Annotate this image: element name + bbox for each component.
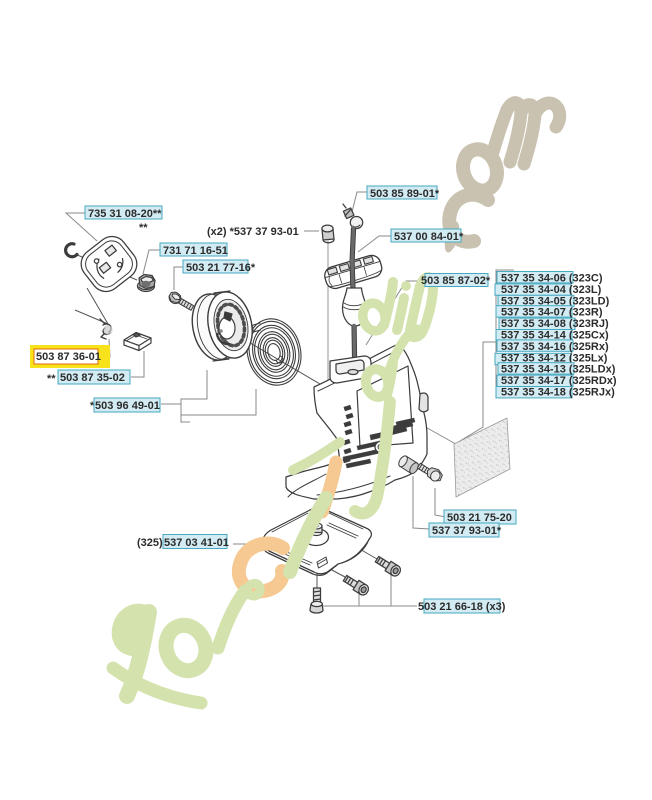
svg-text:537 35 34-18 (325RJx): 537 35 34-18 (325RJx) xyxy=(501,387,615,399)
svg-text:503 96 49-01: 503 96 49-01 xyxy=(95,400,160,412)
svg-text:(x2) *537 37 93-01: (x2) *537 37 93-01 xyxy=(207,226,299,238)
svg-text:735 31 08-20**: 735 31 08-20** xyxy=(88,208,162,220)
svg-text:537 35 34-16 (325Rx): 537 35 34-16 (325Rx) xyxy=(501,341,609,353)
svg-text:537 35 34-07 (323R): 537 35 34-07 (323R) xyxy=(501,307,603,319)
svg-text:537 35 34-08 (323RJ): 537 35 34-08 (323RJ) xyxy=(501,318,609,330)
svg-text:**: ** xyxy=(47,373,56,385)
svg-text:503 87 36-01: 503 87 36-01 xyxy=(36,351,101,363)
svg-text:503 21 66-18 (x3): 503 21 66-18 (x3) xyxy=(418,601,506,613)
svg-text:537 35 34-05 (323LD): 537 35 34-05 (323LD) xyxy=(501,295,610,307)
svg-text:503 21 75-20: 503 21 75-20 xyxy=(447,512,512,524)
svg-text:537 35 34-06 (323C): 537 35 34-06 (323C) xyxy=(501,273,603,285)
svg-text:*: * xyxy=(90,400,95,412)
svg-text:731 71 16-51: 731 71 16-51 xyxy=(163,245,228,257)
svg-text:537 35 34-13 (325LDx): 537 35 34-13 (325LDx) xyxy=(501,364,616,376)
svg-text:**: ** xyxy=(139,222,148,234)
svg-text:537 35 34-04 (323L): 537 35 34-04 (323L) xyxy=(501,284,602,296)
svg-text:537 00 84-01*: 537 00 84-01* xyxy=(394,231,464,243)
svg-text:503 85 87-02*: 503 85 87-02* xyxy=(421,275,491,287)
svg-text:537 35 34-14 (325Cx): 537 35 34-14 (325Cx) xyxy=(501,330,609,342)
svg-text:537 35 34-17 (325RDx): 537 35 34-17 (325RDx) xyxy=(501,375,617,387)
svg-text:537 37 93-01*: 537 37 93-01* xyxy=(432,525,502,537)
svg-text:503 21 77-16*: 503 21 77-16* xyxy=(186,262,256,274)
svg-text:503 85 89-01*: 503 85 89-01* xyxy=(370,188,440,200)
svg-text:537 03 41-01: 537 03 41-01 xyxy=(164,537,229,549)
svg-text:(325): (325) xyxy=(137,537,163,549)
svg-text:503 87 35-02: 503 87 35-02 xyxy=(60,372,125,384)
svg-text:537 35 34-12 (325Lx): 537 35 34-12 (325Lx) xyxy=(501,352,608,364)
